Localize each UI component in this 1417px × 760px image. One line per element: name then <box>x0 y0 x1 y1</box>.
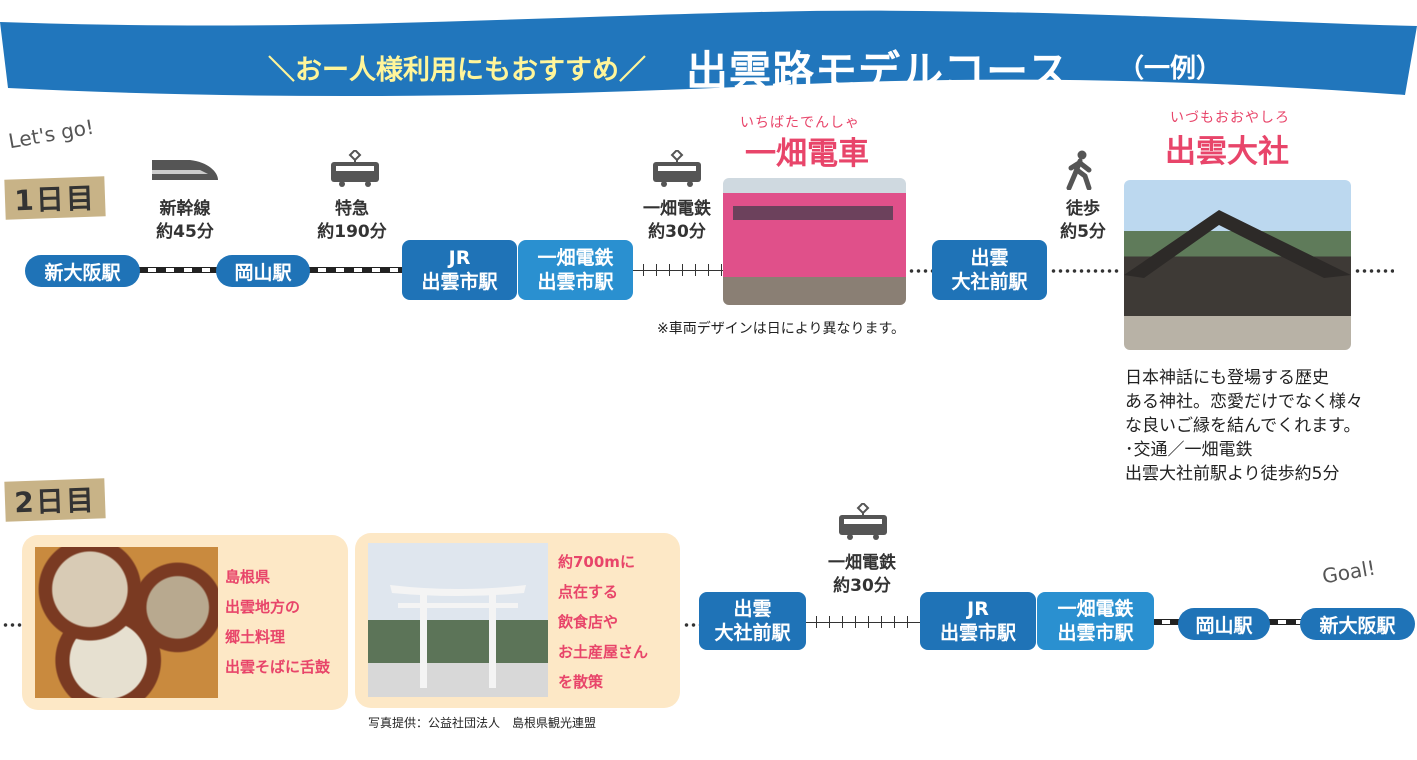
rail-ichibata <box>806 616 921 628</box>
train-caption: ※車両デザインは日により異なります。 <box>657 321 906 337</box>
train-icon <box>839 503 887 540</box>
photo-credit: 写真提供：公益社団法人 島根県観光連盟 <box>368 716 597 730</box>
train-ruby: いちばたでんしゃ <box>740 115 860 131</box>
torii-street-photo <box>368 543 548 697</box>
ichibata-train-photo <box>723 178 906 305</box>
day1-label: 1日目 <box>4 176 106 220</box>
shrine-description: 日本神話にも登場する歴史ある神社。恋愛だけでなく様々な良いご縁を結んでくれます。… <box>1125 368 1363 484</box>
izumo-soba-photo <box>35 547 218 698</box>
banner-subtitle: ＼おー人様利用にもおすすめ／ <box>268 55 646 86</box>
rail-shinkansen <box>1268 619 1302 625</box>
station-okayama: 岡山駅 <box>216 255 310 287</box>
train-icon <box>331 150 379 187</box>
leg-shinkansen: 新幹線約45分 <box>156 199 214 242</box>
station-ichibata-izumoshi: 一畑電鉄出雲市駅 <box>518 240 633 300</box>
goal-text: Goal! <box>1320 555 1378 589</box>
rail-express <box>1152 619 1180 625</box>
dotted-path <box>683 623 699 627</box>
banner-note: （一例） <box>1118 54 1223 84</box>
day2-label: 2日目 <box>4 478 106 522</box>
leg-walk: 徒歩約5分 <box>1060 199 1106 242</box>
leg-ichibata: 一畑電鉄約30分 <box>643 199 711 242</box>
title-banner <box>0 10 1417 97</box>
walking-icon <box>1066 150 1092 190</box>
izumo-taisha-photo <box>1124 180 1351 350</box>
station-ichibata-izumoshi: 一畑電鉄出雲市駅 <box>1037 592 1154 650</box>
train-icon <box>653 150 701 187</box>
shrine-ruby: いづもおおやしろ <box>1170 110 1290 126</box>
station-shin-osaka: 新大阪駅 <box>25 255 140 287</box>
station-izumo-taisha-mae: 出雲大社前駅 <box>699 592 806 650</box>
station-izumo-taisha-mae: 出雲大社前駅 <box>932 240 1047 300</box>
street-text: 約700mに点在する飲食店やお土産屋さんを散策 <box>558 553 649 691</box>
shrine-title: 出雲大社 <box>1165 134 1289 170</box>
lets-go-text: Let's go! <box>6 114 96 154</box>
station-shin-osaka: 新大阪駅 <box>1300 608 1415 640</box>
leg-ichibata-return: 一畑電鉄約30分 <box>828 553 896 596</box>
dotted-path <box>2 623 24 627</box>
soba-text: 島根県出雲地方の郷土料理出雲そばに舌鼓 <box>225 568 331 676</box>
train-title: 一畑電車 <box>745 136 869 172</box>
rail-shinkansen <box>138 267 218 273</box>
dotted-path <box>1354 269 1394 273</box>
station-okayama: 岡山駅 <box>1178 608 1270 640</box>
banner-title: 出雲路モデルコース <box>686 47 1071 96</box>
dotted-path <box>1050 269 1120 273</box>
rail-ichibata <box>633 264 725 276</box>
shinkansen-icon <box>152 160 218 180</box>
dotted-path <box>908 269 932 273</box>
rail-express <box>308 267 404 273</box>
leg-limited-express: 特急約190分 <box>317 199 387 242</box>
